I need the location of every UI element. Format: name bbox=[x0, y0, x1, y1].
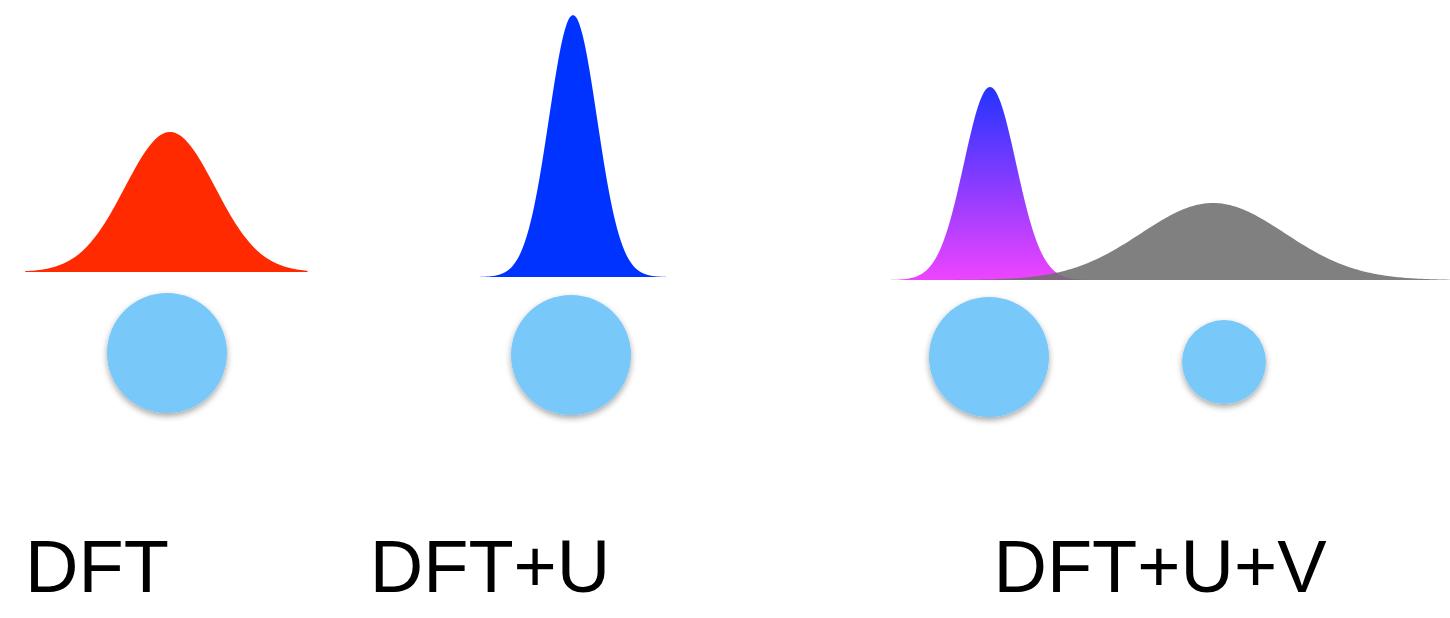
method-label: DFT+U bbox=[370, 530, 611, 604]
method-label: DFT bbox=[25, 530, 169, 604]
atom-circle bbox=[929, 297, 1049, 417]
method-label: DFT+U+V bbox=[993, 530, 1326, 604]
orbital-curves bbox=[25, 15, 1450, 280]
atom-circle bbox=[511, 295, 631, 415]
dftuv-orbital bbox=[878, 87, 1105, 280]
atom-circle bbox=[107, 293, 227, 413]
dftu-orbital bbox=[475, 15, 668, 277]
neighbor-orbital bbox=[930, 203, 1450, 280]
dft-orbital bbox=[25, 132, 308, 272]
atom-circle bbox=[1182, 320, 1266, 404]
